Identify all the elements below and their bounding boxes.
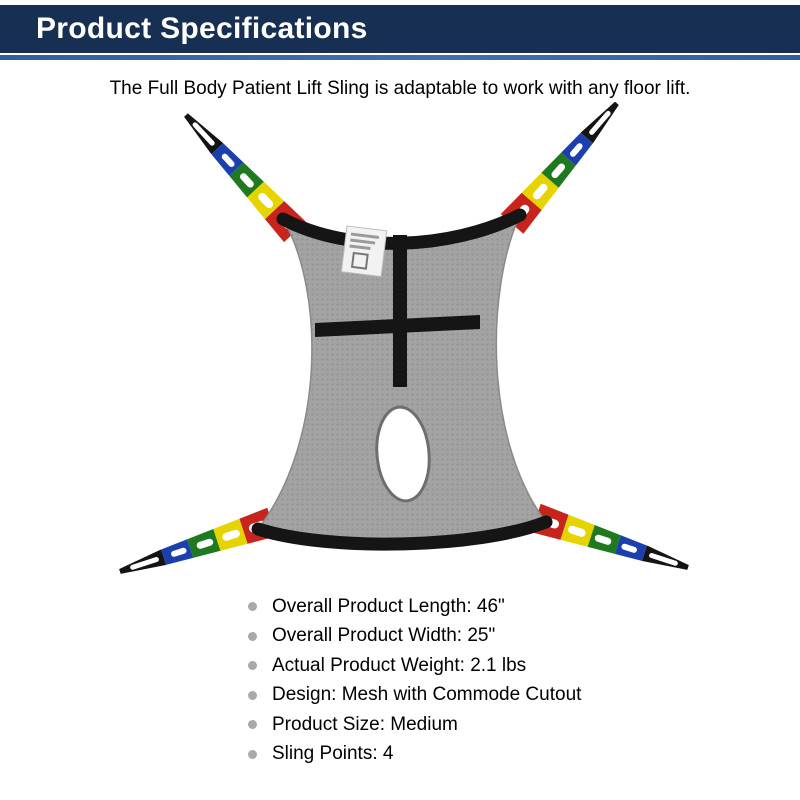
spec-item: Overall Product Length: 46" [248, 592, 581, 622]
spec-item: Overall Product Width: 25" [248, 622, 581, 652]
spec-text: Product Size: Medium [272, 713, 458, 735]
sling-strap-bottom-left [113, 506, 279, 587]
spec-text: Overall Product Width: 25" [272, 625, 496, 647]
spec-list: Overall Product Length: 46" Overall Prod… [248, 592, 581, 769]
header-bar: Product Specifications [0, 5, 800, 53]
commode-cutout [375, 405, 431, 503]
bullet-icon [248, 690, 257, 700]
bullet-icon [248, 602, 257, 612]
spec-item: Design: Mesh with Commode Cutout [248, 681, 581, 711]
bullet-icon [248, 749, 257, 759]
bullet-icon [248, 661, 257, 671]
spec-text: Sling Points: 4 [272, 743, 394, 765]
bullet-icon [248, 631, 257, 641]
sling-bottom-trim [251, 515, 553, 551]
bullet-icon [248, 720, 257, 730]
header-accent-line [0, 55, 800, 60]
spec-text: Actual Product Weight: 2.1 lbs [272, 654, 527, 676]
spec-item: Sling Points: 4 [248, 740, 581, 770]
page-title: Product Specifications [36, 12, 368, 45]
product-image [100, 102, 700, 590]
spec-text: Design: Mesh with Commode Cutout [272, 684, 582, 706]
cross-strap [315, 315, 480, 337]
center-strap [393, 235, 407, 387]
sling-strap-bottom-right [529, 502, 695, 583]
product-label-tag [340, 225, 388, 278]
subtitle-text: The Full Body Patient Lift Sling is adap… [109, 78, 691, 99]
sling-illustration [100, 102, 700, 590]
spec-text: Overall Product Length: 46" [272, 595, 505, 617]
spec-item: Actual Product Weight: 2.1 lbs [248, 651, 581, 681]
spec-item: Product Size: Medium [248, 710, 581, 740]
